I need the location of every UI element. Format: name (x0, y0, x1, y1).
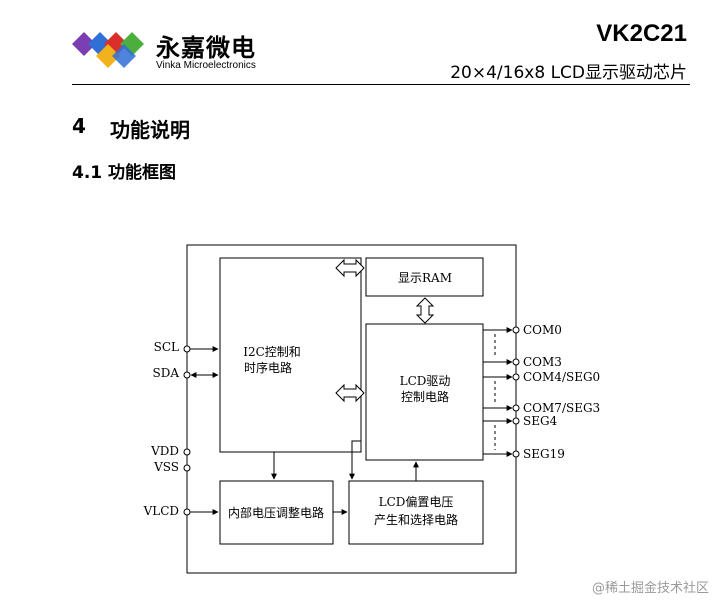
chip-boundary (186, 244, 517, 574)
i2c-ram-bus-arrow (335, 258, 365, 278)
pin-seg4: SEG4 (483, 414, 558, 428)
i2c-block-label-line2: 时序电路 (244, 360, 292, 375)
bias-block-label-line1: LCD偏置电压 (379, 494, 454, 509)
svg-text:VLCD: VLCD (143, 504, 179, 518)
vinka-logo-icon (72, 32, 144, 68)
pin-vdd: VDD (150, 444, 191, 458)
svg-text:COM7/SEG3: COM7/SEG3 (523, 401, 600, 415)
pin-seg19: SEG19 (483, 447, 565, 461)
pin-com0: COM0 (483, 323, 562, 337)
brand-name-en: Vinka Microelectronics (156, 60, 256, 71)
section-number: 4 (72, 114, 86, 138)
lcd-driver-label-line2: 控制电路 (401, 389, 449, 404)
pin-sda: SDA (152, 366, 219, 380)
lcd-driver-label-line1: LCD驱动 (400, 374, 451, 388)
svg-text:VDD: VDD (150, 444, 179, 458)
voltage-regulator-block: 内部电压调整电路 (219, 480, 334, 545)
pin-vss: VSS (153, 460, 191, 474)
pin-com4-seg0: COM4/SEG0 (483, 370, 600, 384)
brand-name-cn: 永嘉微电 (156, 34, 256, 62)
svg-text:COM0: COM0 (523, 323, 562, 337)
document-subtitle: 20×4/16x8 LCD显示驱动芯片 (450, 63, 687, 83)
display-ram-block: 显示RAM (365, 257, 484, 297)
i2c-block-label-line1: I2C控制和 (243, 345, 301, 359)
svg-text:SCL: SCL (154, 340, 179, 354)
vreg-block-label: 内部电压调整电路 (228, 505, 324, 520)
svg-text:COM3: COM3 (523, 355, 562, 369)
i2c-to-bias-line (349, 440, 361, 480)
i2c-control-block: I2C控制和 时序电路 (219, 257, 362, 453)
bias-voltage-block: LCD偏置电压 产生和选择电路 (348, 480, 484, 545)
header-divider (72, 84, 690, 85)
lcd-driver-block: LCD驱动 控制电路 (365, 323, 484, 461)
svg-text:SDA: SDA (152, 366, 179, 380)
document-model: VK2C21 (596, 20, 687, 47)
svg-text:VSS: VSS (153, 460, 179, 474)
pin-scl: SCL (154, 340, 219, 354)
watermark: @稀土掘金技术社区 (591, 581, 709, 596)
pin-com3: COM3 (483, 355, 562, 369)
svg-text:SEG4: SEG4 (523, 414, 558, 428)
svg-text:COM4/SEG0: COM4/SEG0 (523, 370, 600, 384)
pin-com7-seg3: COM7/SEG3 (483, 401, 600, 415)
ram-driver-bus-arrow (415, 297, 435, 324)
bias-block-label-line2: 产生和选择电路 (374, 512, 458, 527)
ram-block-label: 显示RAM (398, 271, 452, 285)
svg-text:SEG19: SEG19 (523, 447, 565, 461)
subsection-title: 4.1 功能框图 (72, 163, 177, 183)
i2c-driver-bus-arrow (335, 383, 365, 403)
pin-vlcd: VLCD (143, 504, 219, 518)
section-title: 功能说明 (110, 118, 190, 142)
